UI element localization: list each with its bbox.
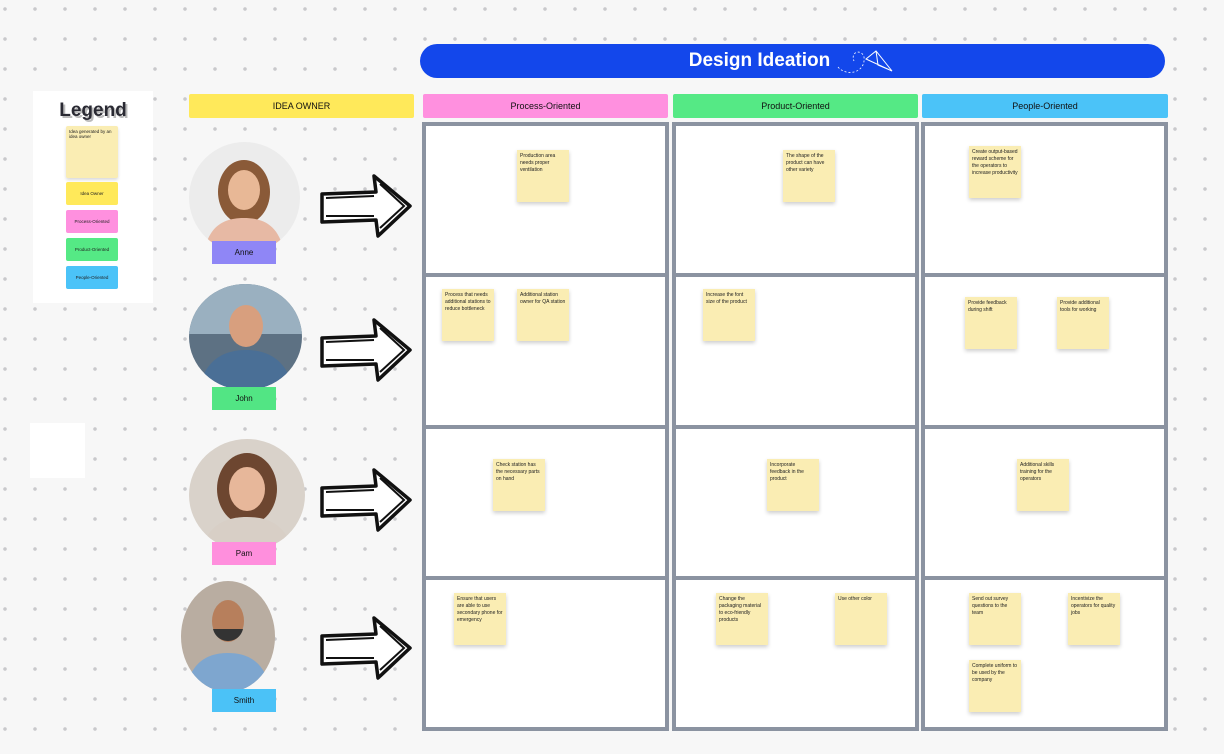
arrow-right-icon xyxy=(320,468,412,532)
sticky-note[interactable]: Change the packaging material to eco-fri… xyxy=(716,593,768,645)
owner-tag-pam: Pam xyxy=(212,542,276,565)
sticky-note[interactable]: Additional skills training for the opera… xyxy=(1017,459,1069,511)
sticky-note[interactable]: Increase the font size of the product xyxy=(703,289,755,341)
sticky-note[interactable]: Incentivize the operators for quality jo… xyxy=(1068,593,1120,645)
sticky-note[interactable]: Additional station owner for QA station xyxy=(517,289,569,341)
avatar-john xyxy=(189,284,302,390)
avatar-anne xyxy=(189,142,300,253)
sticky-note[interactable]: Check station has the necessary parts on… xyxy=(493,459,545,511)
sticky-note[interactable]: The shape of the product can have other … xyxy=(783,150,835,202)
board-title: Design Ideation xyxy=(420,44,1165,78)
sticky-note[interactable]: Production area needs proper ventilation xyxy=(517,150,569,202)
sticky-note[interactable]: Provide additional tools for working xyxy=(1057,297,1109,349)
paper-plane-icon xyxy=(837,50,893,73)
sticky-note[interactable]: Create output-based reward scheme for th… xyxy=(969,146,1021,198)
owner-tag-john: John xyxy=(212,387,276,410)
people-column xyxy=(921,122,1168,731)
sticky-note[interactable]: Incorporate feedback in the product xyxy=(767,459,819,511)
header-idea-owner: IDEA OWNER xyxy=(189,94,414,118)
header-process: Process-Oriented xyxy=(423,94,668,118)
arrow-right-icon xyxy=(320,616,412,680)
legend-idea: Idea generated by an idea owner xyxy=(66,126,118,178)
avatar-smith xyxy=(181,581,275,692)
arrow-right-icon xyxy=(320,174,412,238)
title-text: Design Ideation xyxy=(688,50,831,71)
blank-note[interactable] xyxy=(30,423,85,478)
legend-process: Process-Oriented xyxy=(66,210,118,233)
arrow-right-icon xyxy=(320,318,412,382)
legend-product: Product-Oriented xyxy=(66,238,118,261)
sticky-note[interactable]: Complete uniform to be used by the compa… xyxy=(969,660,1021,712)
avatar-pam xyxy=(189,439,305,551)
owner-tag-anne: Anne xyxy=(212,241,276,264)
sticky-note[interactable]: Use other color xyxy=(835,593,887,645)
sticky-note[interactable]: Provide feedback during shift xyxy=(965,297,1017,349)
legend-owner: Idea Owner xyxy=(66,182,118,205)
header-product: Product-Oriented xyxy=(673,94,918,118)
legend-title: Legend xyxy=(59,100,127,121)
sticky-note[interactable]: Send out survey questions to the team xyxy=(969,593,1021,645)
sticky-note[interactable]: Ensure that users are able to use second… xyxy=(454,593,506,645)
legend-panel: Legend Idea generated by an idea owner I… xyxy=(33,91,153,303)
legend-people: People-Oriented xyxy=(66,266,118,289)
header-people: People-Oriented xyxy=(922,94,1168,118)
owner-tag-smith: Smith xyxy=(212,689,276,712)
sticky-note[interactable]: Process that needs additional stations t… xyxy=(442,289,494,341)
